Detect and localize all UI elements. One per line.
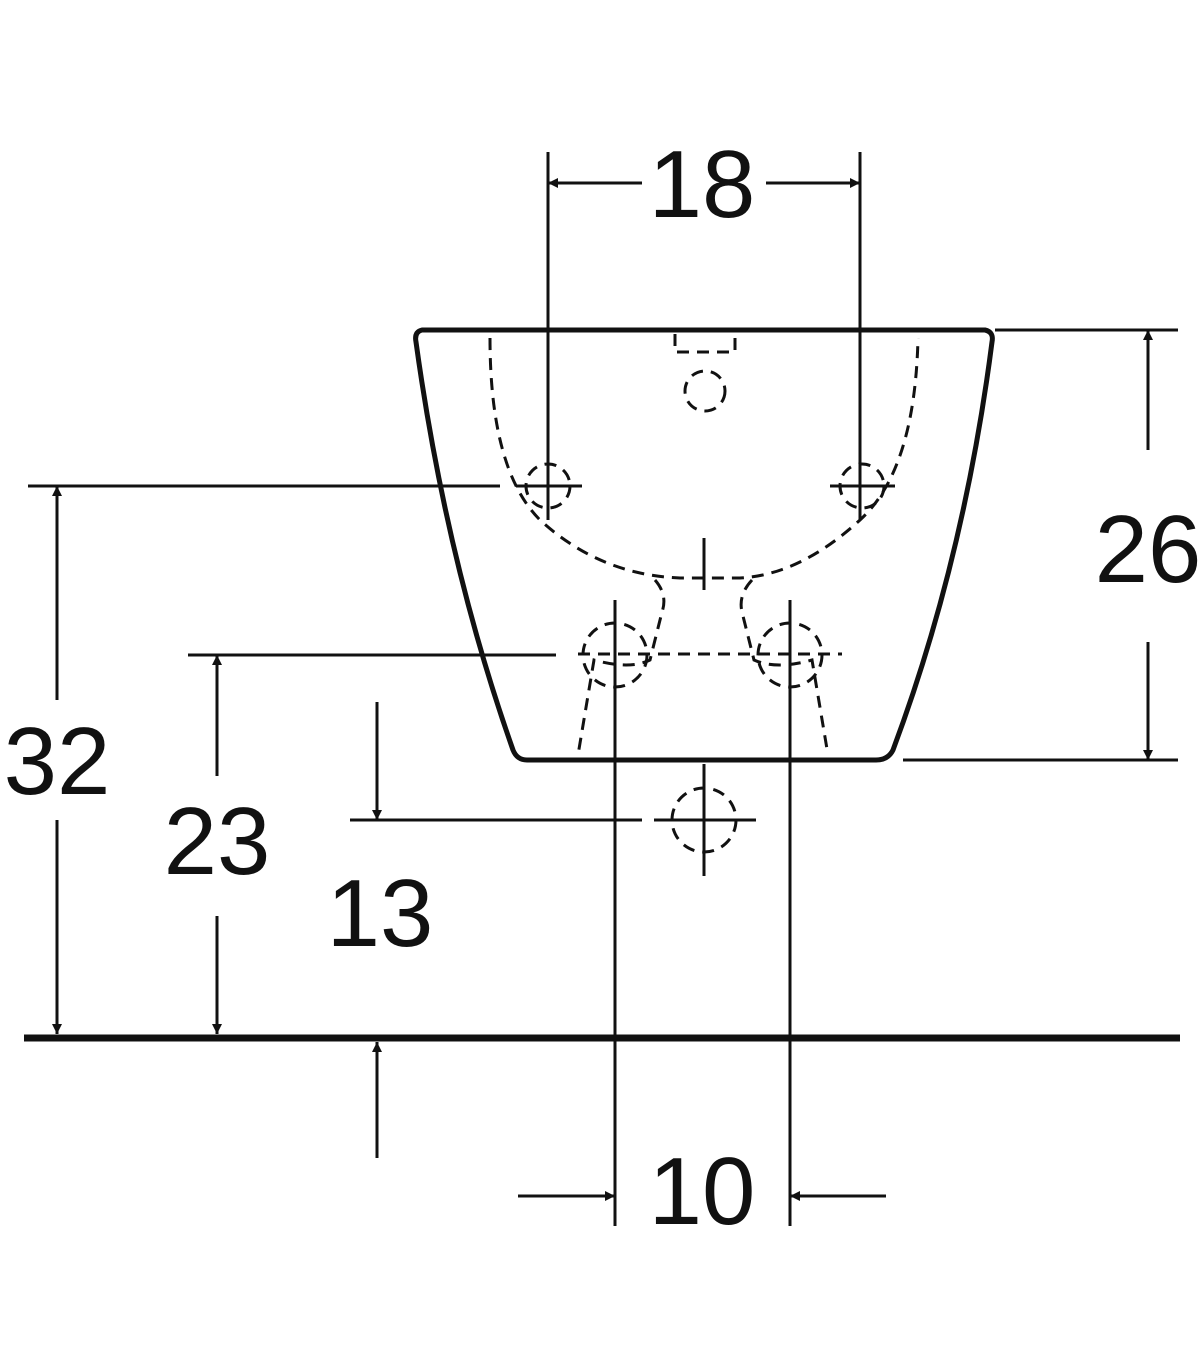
dim-label-18: 18: [649, 131, 756, 238]
dim-label-23: 23: [164, 788, 271, 895]
dim-label-32: 32: [4, 708, 111, 815]
dim-label-13: 13: [327, 860, 434, 967]
center-marks: [516, 484, 895, 876]
dim-label-10: 10: [649, 1138, 756, 1245]
dimension-labels: 18 26 32 23 13 10: [4, 131, 1200, 1245]
dim-label-26: 26: [1095, 496, 1200, 603]
bidet-outline: [413, 327, 995, 763]
extension-lines: [28, 152, 1178, 1226]
dimension-arrows: [52, 178, 1153, 1201]
